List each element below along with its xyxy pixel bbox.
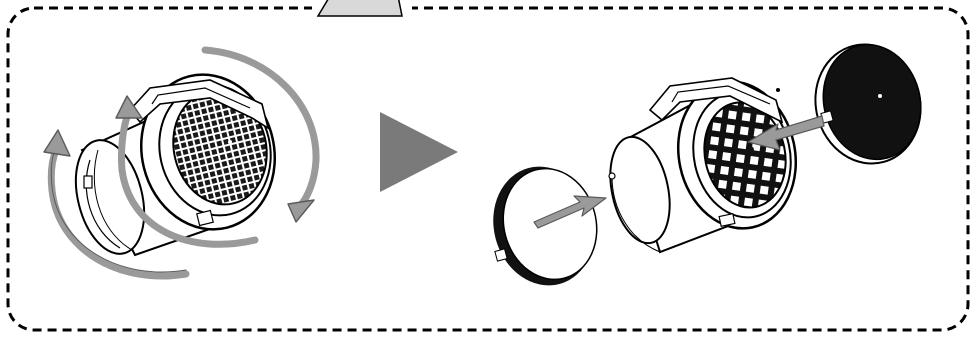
- new-filter-disc: [480, 155, 609, 297]
- top-tab-icon: [312, 0, 412, 16]
- carbon-filter-disc: [802, 33, 934, 176]
- play-triangle-icon: [380, 112, 458, 192]
- filter-unit-left: [65, 60, 291, 261]
- filter-housing-right: [601, 71, 809, 252]
